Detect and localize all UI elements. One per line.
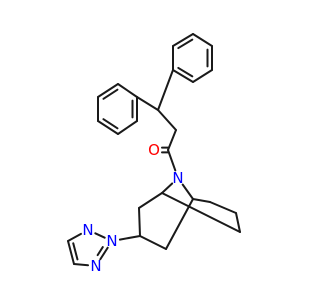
bond-13	[97, 120, 119, 135]
bond-37	[67, 232, 82, 242]
bond-16	[97, 83, 119, 98]
bond-29	[139, 235, 167, 250]
bond-42	[96, 246, 104, 257]
atom-o1: O	[147, 141, 161, 159]
bond-3	[192, 69, 213, 83]
bond-33	[235, 212, 241, 233]
atom-nt3: N	[89, 257, 103, 275]
atom-label-background	[89, 259, 103, 273]
bond-25	[161, 182, 174, 194]
bond-24	[167, 149, 177, 172]
atom-nt1: N	[81, 221, 95, 239]
atom-label-background	[81, 223, 95, 237]
atom-nt2: N	[105, 232, 119, 250]
bond-21	[167, 129, 177, 151]
bond-31	[192, 198, 211, 203]
atom-label: N	[172, 169, 183, 187]
bond-18	[157, 69, 174, 111]
atom-label: N	[106, 232, 117, 250]
atom-n8: N	[171, 169, 185, 187]
atom-label-background	[105, 234, 119, 248]
bond-26	[181, 183, 194, 200]
bond-4	[172, 69, 194, 83]
bond-36	[94, 232, 106, 239]
bond-38	[67, 240, 75, 265]
bond-40	[73, 263, 90, 267]
bond-0	[192, 33, 213, 47]
atom-label-background	[147, 143, 161, 157]
bond-35	[118, 235, 141, 241]
atom-label: N	[82, 221, 93, 239]
bond-5	[177, 66, 194, 78]
bond-7	[172, 33, 194, 47]
bond-8	[177, 38, 194, 50]
bond-12	[117, 120, 138, 135]
bond-28	[138, 207, 141, 237]
bond-14	[102, 118, 119, 130]
atom-label: O	[148, 141, 160, 159]
bond-19	[136, 96, 159, 111]
bond-41	[99, 246, 109, 261]
bond-39	[72, 242, 79, 261]
bond-27	[138, 192, 163, 209]
bond-17	[102, 88, 119, 100]
bond-20	[157, 109, 177, 131]
atom-label-background	[171, 171, 185, 185]
bond-34	[161, 192, 241, 233]
bond-32	[209, 201, 237, 214]
bond-layer	[67, 33, 241, 267]
atom-label: N	[90, 257, 101, 275]
bond-9	[117, 83, 138, 98]
